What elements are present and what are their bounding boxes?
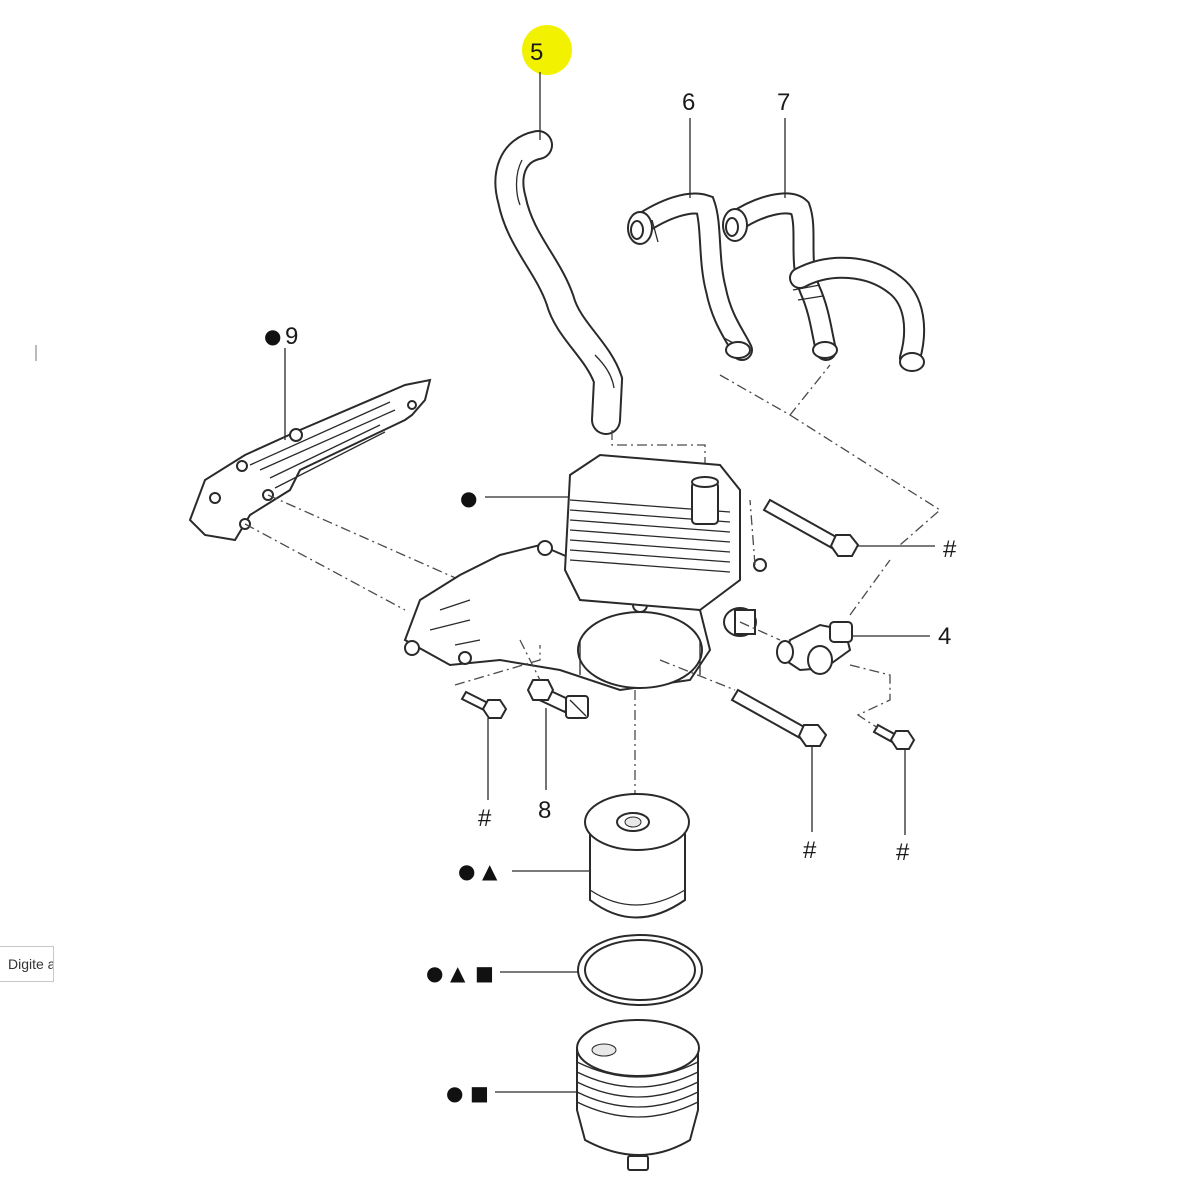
bolt-bottom-right bbox=[730, 688, 828, 747]
part-4-fitting bbox=[776, 621, 853, 675]
callout-7: 7 bbox=[777, 89, 790, 198]
part-5-coolant-hose bbox=[494, 130, 624, 435]
callout-filter-triangle: ▲ bbox=[482, 859, 498, 883]
callout-4-label: 4 bbox=[938, 623, 951, 650]
oil-filter-element bbox=[584, 793, 690, 919]
hash-label-top-right: # bbox=[943, 536, 957, 563]
callout-cap-circle: ● bbox=[446, 1081, 463, 1105]
callout-5-highlight bbox=[522, 25, 572, 75]
callout-cap: ● ■ bbox=[446, 1081, 577, 1105]
callout-5-label: 5 bbox=[530, 39, 543, 66]
bolt-small-right bbox=[872, 723, 916, 750]
callout-9-circle: ● bbox=[264, 324, 281, 348]
callout-hash-left: # bbox=[478, 718, 492, 832]
callout-4: 4 bbox=[852, 623, 951, 650]
oil-filter-housing bbox=[403, 453, 767, 692]
callout-hash-bottom-right: # bbox=[803, 746, 817, 864]
callout-cooler-circle: ● bbox=[460, 486, 477, 510]
callout-6-label: 6 bbox=[682, 89, 695, 116]
callout-oring-triangle: ▲ bbox=[450, 961, 466, 985]
callout-9: ● 9 bbox=[264, 323, 298, 440]
search-input[interactable] bbox=[0, 947, 53, 981]
part-8-sensor bbox=[526, 679, 589, 719]
callout-hash-small-right: # bbox=[896, 750, 910, 866]
hash-label-bottom-right: # bbox=[803, 837, 817, 864]
callout-hash-top-right: # bbox=[858, 536, 957, 563]
callout-9-label: 9 bbox=[285, 323, 298, 350]
callout-oring-square: ■ bbox=[475, 961, 494, 985]
callout-filter: ● ▲ bbox=[458, 859, 590, 883]
part-7-hose bbox=[722, 192, 926, 372]
part-6-hose bbox=[627, 192, 753, 361]
callout-5: 5 bbox=[522, 25, 572, 140]
edge-marker bbox=[35, 345, 37, 361]
part-9-gasket-plate bbox=[188, 378, 432, 542]
o-ring bbox=[577, 934, 703, 1006]
callout-8-label: 8 bbox=[538, 797, 551, 824]
callout-oring-circle: ● bbox=[426, 961, 443, 985]
hash-label-small-right: # bbox=[896, 839, 910, 866]
callout-6: 6 bbox=[682, 89, 695, 198]
filter-cap bbox=[576, 1019, 700, 1171]
callout-8: 8 bbox=[538, 708, 551, 824]
bolt-top-right bbox=[762, 498, 860, 557]
callout-cap-square: ■ bbox=[470, 1081, 489, 1105]
search-box[interactable] bbox=[0, 946, 54, 982]
callout-filter-circle: ● bbox=[458, 859, 475, 883]
bolt-small-left bbox=[460, 690, 508, 719]
callout-7-label: 7 bbox=[777, 89, 790, 116]
hash-label-left: # bbox=[478, 805, 492, 832]
callout-o-ring: ● ▲ ■ bbox=[426, 961, 578, 985]
callout-cooler: ● bbox=[460, 486, 568, 510]
